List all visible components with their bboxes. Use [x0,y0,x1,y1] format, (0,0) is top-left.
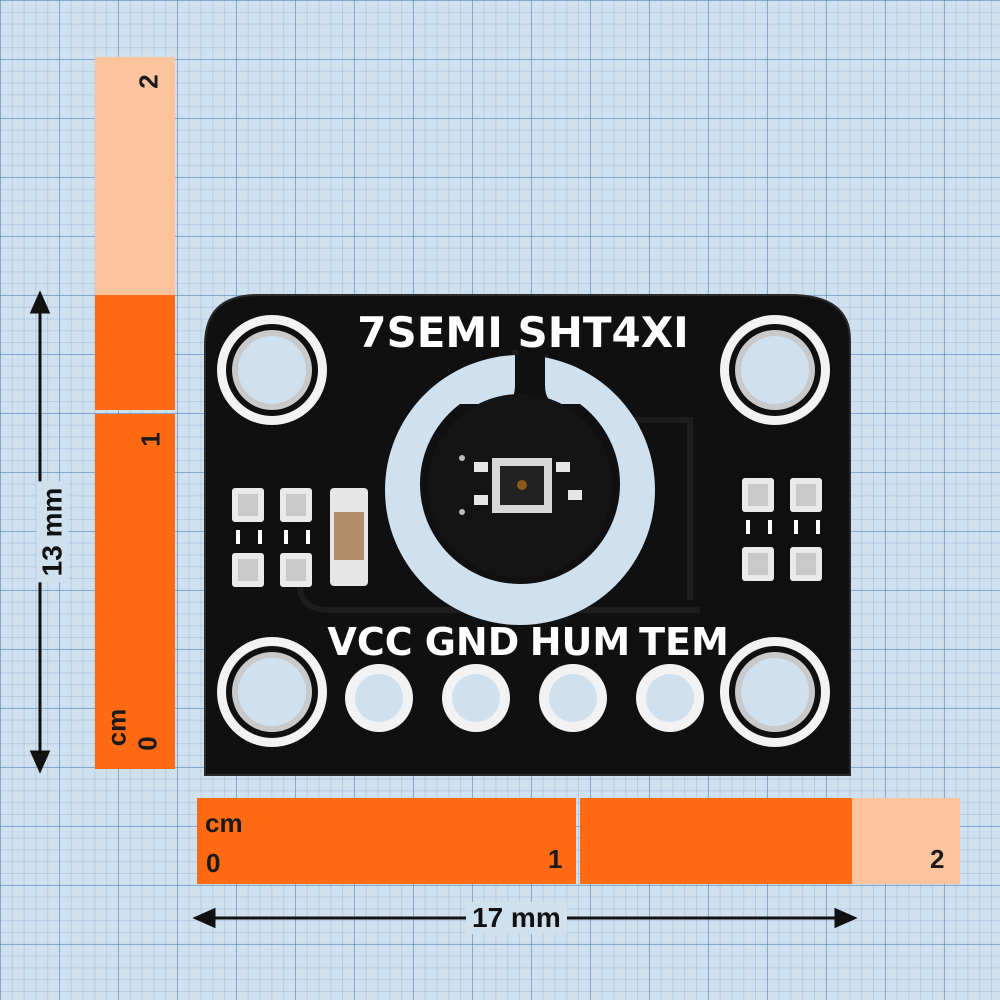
pin-label-hum: HUM [530,620,630,664]
pin-hole-tem [636,664,704,732]
smd-capacitor [330,488,368,586]
vertical-ruler-dark-segment-lower [95,414,175,769]
horizontal-ruler-mark-2: 2 [930,844,945,874]
left-solder-pads [232,488,312,587]
horizontal-ruler-light-segment [852,798,960,884]
sht4x-sensor-chip [459,455,582,515]
horizontal-ruler-mark-1: 1 [548,844,563,874]
mounting-hole-bottom-right [720,637,830,747]
vertical-ruler-light-segment [95,57,175,295]
pin-label-vcc: VCC [327,620,412,664]
pin-hole-hum [539,664,607,732]
width-dimension-label: 17 mm [466,902,567,934]
horizontal-ruler-unit: cm [205,808,243,838]
mounting-hole-top-left [217,315,327,425]
pin-hole-vcc [345,664,413,732]
mounting-hole-bottom-left [217,637,327,747]
pin-label-tem: TEM [639,620,729,664]
right-solder-pads [742,478,822,581]
horizontal-ruler-mark-0: 0 [206,848,221,878]
mounting-hole-top-right [720,315,830,425]
horizontal-ruler-dark-segment-right [580,798,852,884]
pin-label-gnd: GND [425,620,520,664]
board-title: 7SEMI SHT4XI [357,308,689,357]
vertical-ruler-dark-segment-upper [95,295,175,410]
pin-holes [345,664,704,732]
pin-hole-gnd [442,664,510,732]
horizontal-ruler-dark-segment-left [197,798,576,884]
